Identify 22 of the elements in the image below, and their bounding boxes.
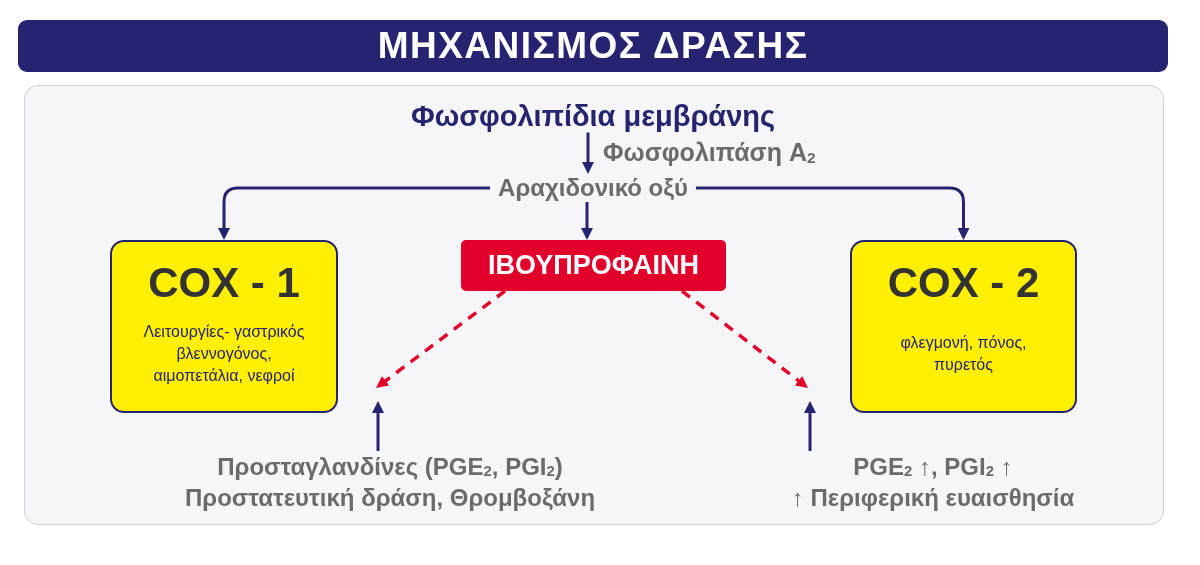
arrow bbox=[582, 132, 594, 174]
enzyme-box bbox=[850, 240, 1077, 413]
arrow bbox=[372, 401, 384, 451]
result-text: Προσταγλανδίνες (PGE$_{2}$, PGI$_{2}$) bbox=[217, 452, 563, 482]
enzyme-box bbox=[110, 240, 338, 413]
arrow bbox=[581, 202, 593, 240]
result-text: ↑ Περιφερική ευαισθησία bbox=[791, 483, 1075, 513]
drug-box: ΙΒΟΥΠΡΟΦΑΙΝΗ bbox=[461, 240, 726, 291]
arrow bbox=[695, 186, 970, 240]
node-label: Αραχιδονικό οξύ bbox=[490, 174, 696, 202]
enzyme-description: Λειτουργίες- γαστρικός βλεννογόνος, αιμοπετάλια, νεφροί bbox=[142, 321, 306, 386]
dashed-arrow bbox=[376, 289, 507, 388]
node-label: Φωσφολιπίδια μεμβράνης bbox=[410, 99, 776, 133]
enzyme-title: COX - 1 bbox=[148, 260, 300, 306]
result-text: Προστατευτική δράση, Θρομβοξάνη bbox=[184, 483, 596, 513]
dashed-arrow bbox=[680, 289, 808, 388]
arrow bbox=[218, 186, 491, 240]
enzyme-title: COX - 2 bbox=[887, 260, 1040, 306]
title-banner: ΜΗΧΑΝΙΣΜΟΣ ΔΡΑΣΗΣ bbox=[18, 20, 1168, 72]
result-text: PGE$_{2}$ ↑, PGI$_{2}$ ↑ bbox=[853, 452, 1013, 482]
enzyme-description: φλεγμονή, πόνος, πυρετός bbox=[899, 332, 1028, 375]
arrow bbox=[804, 401, 816, 451]
